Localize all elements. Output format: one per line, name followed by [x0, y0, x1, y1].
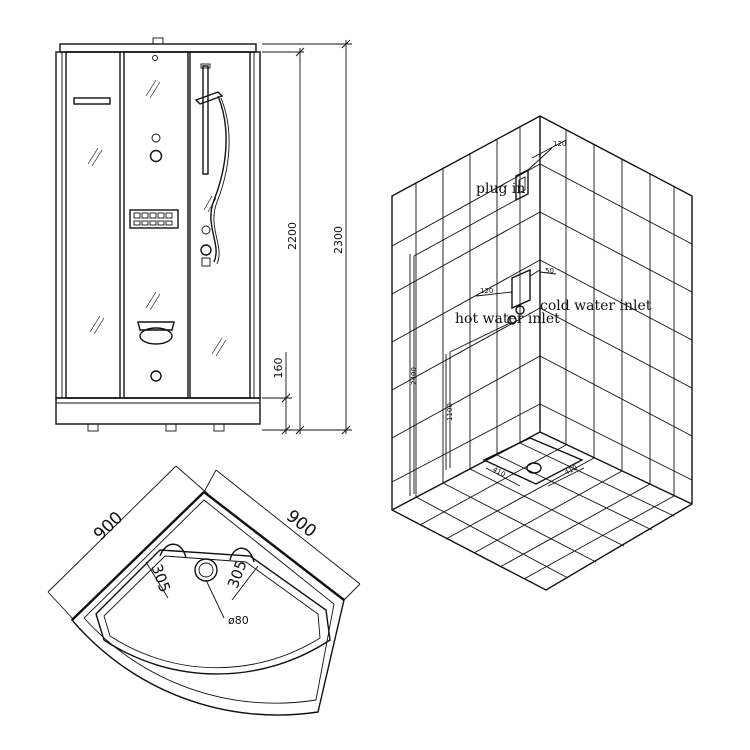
jet-icon [151, 133, 161, 143]
drain-diameter-label: ø80 [228, 614, 249, 627]
installation-view: 2400 120 50 120 1100 410 410 plug in col… [391, 115, 693, 591]
wall-outline [391, 115, 693, 591]
glass-reflection-marks [87, 79, 227, 357]
control-panel [129, 209, 179, 229]
hot-water-inlet-icon [507, 315, 517, 325]
plug-height-label: 2400 [410, 367, 418, 385]
inlet-dimension-lines [445, 269, 557, 470]
cold-water-inlet-label: cold water inlet [540, 298, 652, 314]
cold-water-inlet-icon [515, 305, 525, 315]
right-wall-tiles [539, 130, 693, 496]
top-view: 900 900 305 305 ø80 [47, 465, 361, 716]
hot-water-inlet-label: hot water inlet [455, 311, 560, 327]
drain-hole [194, 558, 218, 582]
roof-vent [152, 37, 164, 45]
floor-tiles [415, 442, 675, 580]
foot [165, 423, 177, 432]
floor-drain-area [482, 437, 584, 485]
floor-drain-hole [526, 462, 542, 474]
tray-basin [95, 549, 331, 675]
front-dimension-lines [262, 39, 352, 435]
total-height-label: 2300 [332, 226, 345, 254]
top-dimension-lines [47, 465, 361, 621]
folding-seat [137, 321, 175, 331]
inlet-box [511, 268, 531, 310]
shower-hose [210, 95, 227, 263]
inlet-width-label: 120 [480, 287, 493, 295]
inlet-height-label: 1100 [446, 403, 454, 421]
left-wall-tiles [391, 127, 541, 497]
plug-offset-label: 120 [553, 140, 566, 148]
plug-height-dimension [409, 139, 567, 496]
mixer-knob [201, 225, 211, 235]
top-light [152, 55, 158, 61]
cabin-height-label: 2200 [286, 222, 299, 250]
tray-outline [71, 491, 345, 716]
cabin-roof [59, 43, 257, 53]
inlet-offset-label: 50 [545, 267, 554, 275]
plug-in-label: plug in [476, 181, 525, 197]
front-view: 2300 2200 160 [55, 37, 352, 435]
shelf [73, 97, 111, 105]
drain-left-label: 305 [147, 562, 174, 595]
base-height-label: 160 [272, 358, 285, 379]
shower-rail [202, 65, 209, 175]
drain-recess [229, 547, 255, 563]
floor-drain-left-label: 410 [491, 466, 507, 479]
foot [213, 423, 225, 432]
shower-head [194, 91, 224, 105]
jet-icon [150, 370, 162, 382]
plug-socket [515, 168, 529, 202]
base-tray [55, 397, 261, 425]
foot [87, 423, 99, 432]
side-right-label: 900 [282, 506, 320, 542]
side-left-label: 900 [90, 508, 127, 545]
drain-recess [159, 543, 187, 559]
mixer-knob [200, 244, 212, 256]
jet-icon [149, 149, 163, 163]
drain-right-label: 305 [224, 558, 251, 591]
